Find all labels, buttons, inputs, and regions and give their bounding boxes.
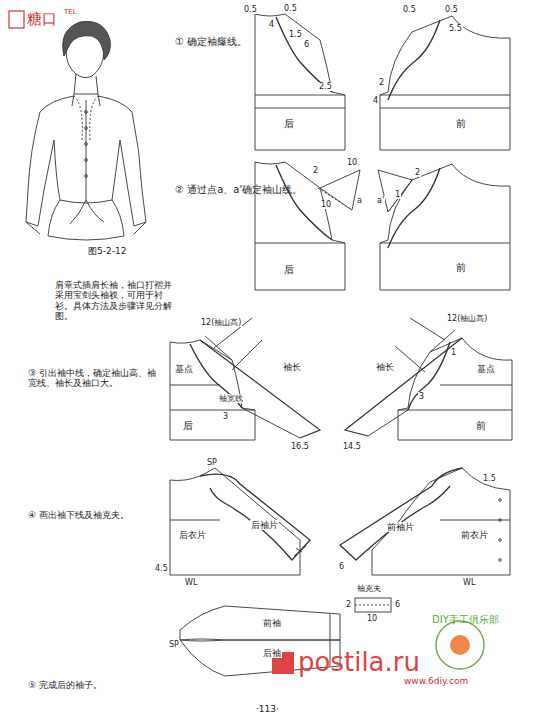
piece-name: 袖克夫 xyxy=(356,584,382,593)
piece-name: 后 xyxy=(283,118,295,130)
watermark: www.6diy.com xyxy=(404,676,468,686)
dimension: 1.5 xyxy=(482,474,497,483)
piece-name: 后袖 xyxy=(262,648,282,658)
dimension: 1.5 xyxy=(288,30,303,39)
dimension: 0.5 xyxy=(402,5,417,14)
dimension: 0.5 xyxy=(283,4,298,13)
header-tag: TEL xyxy=(64,8,77,16)
dimension: 6 xyxy=(303,40,310,49)
dimension: 3 xyxy=(222,412,229,421)
piece-name: 前 xyxy=(475,420,487,432)
dimension: 1 xyxy=(450,348,457,357)
step2-bodice xyxy=(255,162,510,290)
dimension: 12(袖山高) xyxy=(446,314,488,323)
step-text: ④ 画出袖下线及袖克夫。 xyxy=(28,510,129,520)
page-number: ·113· xyxy=(256,704,279,714)
point-name: 基点 xyxy=(174,364,194,374)
dimension: 12(袖山高) xyxy=(200,318,242,327)
step-text: ② 通过点a、a'确定袖山线。 xyxy=(175,184,302,196)
dimension: 3 xyxy=(418,392,425,401)
dimension: 1 xyxy=(394,190,401,199)
line-name: 袖长 xyxy=(375,362,395,372)
step3-sleeves xyxy=(170,318,512,440)
dimension: 14.5 xyxy=(342,442,362,451)
step1-bodice xyxy=(255,14,510,150)
dimension: 10 xyxy=(366,614,378,623)
dimension: 4 xyxy=(268,20,275,29)
dimension: 6 xyxy=(394,600,401,609)
line-name: WL xyxy=(184,578,198,587)
point-name: SP xyxy=(168,640,180,649)
dimension: 2 xyxy=(312,166,319,175)
dimension: 16.5 xyxy=(290,442,310,451)
piece-name: 前袖 xyxy=(262,618,282,628)
piece-name: 前衣片 xyxy=(460,530,489,540)
step-text: ① 确定袖窿线。 xyxy=(175,36,247,48)
dimension: 0.5 xyxy=(243,5,258,14)
piece-name: 前 xyxy=(455,262,467,274)
piece-name: 后 xyxy=(283,264,295,276)
dimension: 4 xyxy=(372,96,379,105)
figure-caption: 图5-2-12 xyxy=(88,246,126,256)
description: 肩章式插肩长袖，袖口打褶并采用宝剑头袖衩，可用于衬衫。具体方法及步骤详见分解图。 xyxy=(55,280,173,321)
piece-name: 后 xyxy=(182,420,194,432)
logo-dot xyxy=(450,635,470,655)
dimension: 0.5 xyxy=(444,5,459,14)
dimension: 5.5 xyxy=(448,24,463,33)
step-text: ③ 引出袖中线，确定袖山高、袖宽线、袖长及袖口大。 xyxy=(28,368,156,389)
step4-sleeves xyxy=(170,468,510,612)
line-name: 袖长 xyxy=(282,362,302,372)
dimension: 2 xyxy=(378,78,385,87)
watermark: DIY手工俱乐部 xyxy=(432,614,499,626)
piece-name: 后袖片 xyxy=(250,520,279,530)
point-name: 基点 xyxy=(476,364,496,374)
piece-name: 前 xyxy=(455,118,467,130)
point-name: SP xyxy=(206,458,218,467)
dimension: 2 xyxy=(345,600,352,609)
dimension: 4.5 xyxy=(154,564,169,573)
header-mark: 糖口 xyxy=(27,11,57,28)
piece-name: 后衣片 xyxy=(178,530,207,540)
line-name: WL xyxy=(462,578,476,587)
point-name: a' xyxy=(376,196,385,205)
piece-name: 前袖片 xyxy=(386,522,415,532)
cuff-piece xyxy=(355,598,391,612)
dimension: 2.5 xyxy=(318,82,333,91)
dimension: 2 xyxy=(414,168,421,177)
point-name: a xyxy=(356,196,363,205)
line-name: 袖宽线 xyxy=(218,394,244,403)
watermark: postila.ru xyxy=(298,648,420,678)
blouse-figure xyxy=(26,21,146,240)
step-text: ⑤ 完成后的袖子。 xyxy=(28,680,102,690)
header-box xyxy=(9,11,24,28)
dimension: 6 xyxy=(338,562,345,571)
dimension: 10 xyxy=(346,158,358,167)
logo-ring xyxy=(436,621,484,669)
dimension: 10 xyxy=(320,200,332,209)
